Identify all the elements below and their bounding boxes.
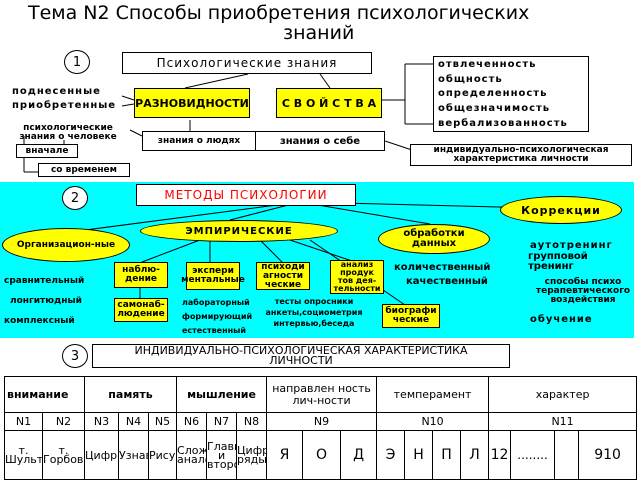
knowledge-about-person-label: психологические знания о человеке [19, 123, 117, 142]
property-generality: общность [438, 73, 503, 85]
section-number-1: 1 [64, 50, 90, 74]
n10-letter: Н [404, 430, 434, 480]
section-number-3: 3 [62, 344, 88, 368]
properties-list: отвлеченность общность определенность об… [433, 56, 589, 132]
table-row: N1 N2 N3 N4 N5 N6 N7 N8 N9 N10 N11 [4, 412, 638, 431]
method-recognition: Узнавание [118, 430, 150, 480]
diagnostic-types: тесты опросники анкеты,социометрия интер… [265, 297, 363, 328]
first-box: вначале [16, 144, 78, 158]
group-temperament: темперамент [376, 376, 490, 413]
characteristic-table: внимание память мышление направлен ность… [3, 376, 638, 480]
property-verbalization: вербализованность [438, 118, 568, 130]
self-observation-box: самонаб-людение [114, 298, 168, 322]
individual-characteristic-box: индивидуально-психологическая характерис… [410, 144, 632, 166]
method-number-series: Цифровые ряды [236, 430, 268, 480]
number-n1: N1 [4, 412, 43, 431]
left-term-acquired: приобретенные [12, 100, 117, 111]
n11-dots: ........ [510, 430, 556, 480]
property-validity: общезначимость [438, 103, 551, 115]
method-schulte: т. Шульте [4, 430, 43, 480]
org-comparative: сравнительный [4, 276, 85, 286]
methods-of-psychology-box: МЕТОДЫ ПСИХОЛОГИИ [136, 184, 356, 206]
n11-end: 910 [578, 430, 638, 480]
characteristic-header-box: ИНДИВИДУАЛЬНО-ПСИХОЛОГИЧЕСКАЯ ХАРАКТЕРИС… [92, 344, 510, 368]
org-complex: комплексный [4, 316, 75, 326]
n10-letter: П [432, 430, 462, 480]
n9-letter: О [302, 430, 342, 480]
correction-group-training: групповой тренинг [528, 251, 588, 272]
number-n7: N7 [206, 412, 238, 431]
method-gorbov: т. Горбова [41, 430, 86, 480]
number-n4: N4 [118, 412, 150, 431]
psychodiagnostic-box: психоди агности ческие [256, 262, 310, 290]
n10-letter: Э [376, 430, 406, 480]
correction-teaching: обучение [530, 314, 593, 325]
section-number-2: 2 [62, 186, 88, 210]
property-abstractness: отвлеченность [438, 58, 537, 70]
experimental-box: экспери ментальные [181, 262, 245, 290]
n11-blank [554, 430, 580, 480]
method-pictures: Рисунки [148, 430, 178, 480]
correction-ellipse: Коррекции [500, 196, 622, 224]
number-n2: N2 [41, 412, 86, 431]
number-n5: N5 [148, 412, 178, 431]
experimental-types: лабораторный формирующий естественный [182, 298, 253, 335]
data-processing-ellipse: обработки данных [378, 224, 490, 254]
method-analogies: Сложные аналогии [176, 430, 208, 480]
number-n6: N6 [176, 412, 208, 431]
number-n8: N8 [236, 412, 268, 431]
group-character: характер [488, 376, 638, 413]
correction-autotraining: аутотренинг [530, 240, 613, 251]
varieties-box: РАЗНОВИДНОСТИ [134, 88, 250, 118]
psych-knowledge-box: Психологические знания [122, 52, 372, 74]
knowledge-about-people-box: знания о людях [142, 131, 256, 151]
empirical-ellipse: ЭМПИРИЧЕСКИЕ [140, 220, 338, 242]
over-time-box: со временем [38, 163, 130, 177]
method-main-secondary: Главное и второстеп. [206, 430, 238, 480]
property-definiteness: определенность [438, 88, 548, 100]
group-personality: направлен ность лич-ности [266, 376, 378, 413]
knowledge-about-self-box: знания о себе [255, 131, 385, 151]
table-row: внимание память мышление направлен ность… [3, 376, 638, 413]
left-term-inherited: поднесенные [12, 86, 101, 97]
n11-start: 12 [488, 430, 512, 480]
biographical-box: биографи ческие [382, 304, 440, 328]
number-n3: N3 [84, 412, 120, 431]
properties-box: С В О Й С Т В А [276, 88, 382, 118]
activity-analysis-box: анализ продук тов дея-тельности [330, 260, 384, 294]
group-memory: память [84, 376, 178, 413]
org-longitudinal: лонгитюдный [10, 296, 82, 306]
page-title-line2: знаний [283, 22, 355, 44]
number-n11: N11 [488, 412, 638, 431]
table-row: т. Шульте т. Горбова Цифры Узнавание Рис… [4, 430, 638, 480]
n9-letter: Я [266, 430, 304, 480]
correction-psychotherapy: способы психо терапевтического воздейств… [535, 277, 631, 305]
n10-letter: Л [460, 430, 490, 480]
group-attention: внимание [3, 376, 86, 413]
observation-box: наблю-дение [114, 262, 168, 288]
number-n9: N9 [266, 412, 378, 431]
group-thinking: мышление [176, 376, 268, 413]
processing-qualitative: качественный [406, 276, 488, 287]
page-title-line1: Тема N2 Способы приобретения психологиче… [28, 2, 530, 24]
n9-letter: Д [340, 430, 378, 480]
processing-quantitative: количественный [394, 262, 491, 273]
method-digits: Цифры [84, 430, 120, 480]
organizational-ellipse: Организацион-ные [2, 228, 130, 262]
number-n10: N10 [376, 412, 490, 431]
